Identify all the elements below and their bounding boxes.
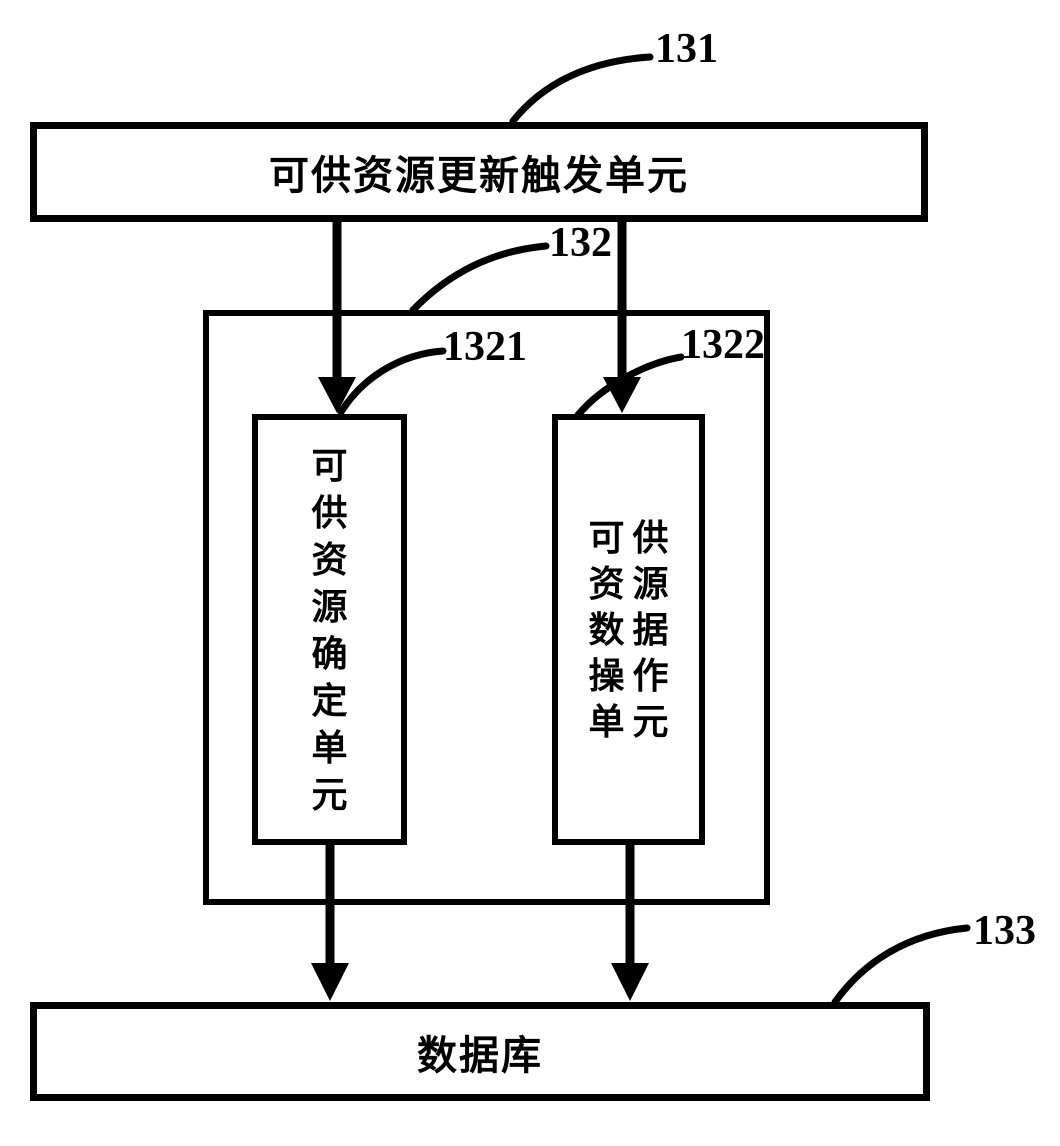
database-label: 数据库 xyxy=(417,1033,543,1078)
determine-unit-line: 可 xyxy=(311,444,348,486)
ref-label-1321: 1321 xyxy=(443,324,527,370)
operation-unit-line: 操作 xyxy=(588,654,677,696)
leader-line-132 xyxy=(409,242,550,314)
leader-line-133 xyxy=(831,924,971,1006)
determine-unit-line: 单 xyxy=(311,726,348,768)
unit-132-container-box xyxy=(203,310,770,905)
available-resource-data-operation-unit-box: 可供 资源 数据 操作 单元 xyxy=(552,414,705,845)
determine-unit-line: 供 xyxy=(311,491,348,533)
determine-unit-line: 定 xyxy=(311,679,348,721)
determine-unit-line: 确 xyxy=(311,632,348,674)
determine-unit-line: 元 xyxy=(311,773,348,815)
database-box: 数据库 xyxy=(30,1002,930,1101)
available-resource-update-trigger-unit-box: 可供资源更新触发单元 xyxy=(30,122,928,222)
trigger-unit-label: 可供资源更新触发单元 xyxy=(269,154,689,198)
arrow-operation-to-database-head xyxy=(611,963,649,1001)
available-resource-determining-unit-box: 可 供 资 源 确 定 单 元 xyxy=(252,414,407,845)
operation-unit-line: 单元 xyxy=(588,700,677,742)
ref-label-131: 131 xyxy=(655,26,718,72)
ref-label-132: 132 xyxy=(549,220,612,266)
operation-unit-line: 数据 xyxy=(588,608,677,650)
arrow-determine-to-database-head xyxy=(311,963,349,1001)
determine-unit-line: 资 xyxy=(311,538,348,580)
leader-line-131 xyxy=(509,53,654,125)
ref-label-1322: 1322 xyxy=(681,322,765,368)
operation-unit-line: 可供 xyxy=(588,516,677,558)
ref-label-133: 133 xyxy=(973,908,1036,954)
determine-unit-line: 源 xyxy=(311,585,348,627)
operation-unit-line: 资源 xyxy=(588,562,677,604)
